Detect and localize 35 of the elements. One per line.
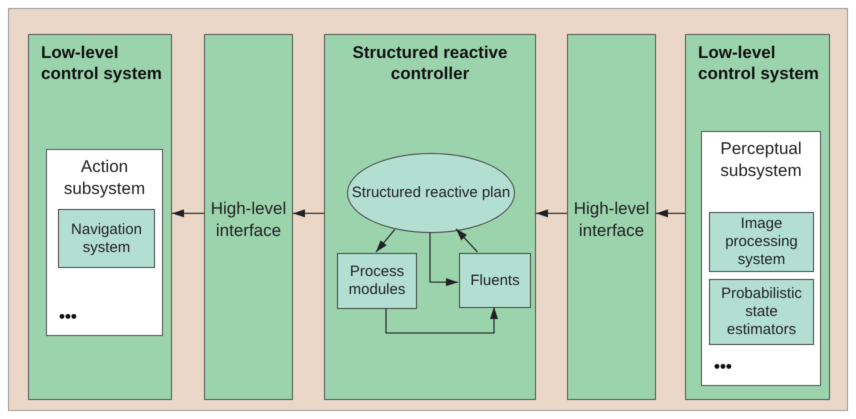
arrow — [385, 307, 498, 334]
ellipsis-mark: ••• — [714, 357, 732, 377]
ellipsis-mark: ••• — [59, 307, 77, 327]
interface-column — [567, 34, 656, 400]
node-label: Process modules — [348, 263, 406, 299]
subsystem-heading: Action subsystem — [62, 156, 146, 200]
arrow — [429, 232, 458, 286]
system-column — [685, 34, 830, 400]
arrow — [376, 229, 396, 252]
node-label: Fluents — [470, 272, 520, 290]
subsystem-heading: Perceptual subsystem — [719, 138, 803, 182]
interface-column — [204, 34, 293, 400]
component-box — [709, 212, 814, 272]
controller-column — [324, 34, 536, 400]
column-heading: Low-level control system — [41, 42, 163, 84]
node-label: Structured reactive plan — [352, 184, 510, 202]
interface-label: High-level interface — [572, 198, 650, 242]
node-label: Probabilistic state estimators — [720, 285, 803, 339]
process-box — [337, 253, 417, 309]
component-box — [58, 209, 155, 268]
component-box — [709, 279, 814, 345]
column-heading: Structured reactive controller — [352, 42, 508, 84]
arrow — [456, 228, 478, 252]
interface-label: High-level interface — [210, 198, 288, 242]
subsystem-box — [46, 149, 163, 336]
node-label: Image processing system — [724, 215, 799, 269]
arrow — [293, 209, 324, 218]
subsystem-box — [701, 131, 821, 386]
arrow — [536, 209, 567, 218]
system-column — [28, 34, 172, 400]
node-label: Navigation system — [70, 220, 143, 256]
arrow — [656, 209, 685, 218]
process-box — [459, 253, 531, 308]
arrow — [172, 209, 204, 218]
column-heading: Low-level control system — [698, 42, 820, 84]
